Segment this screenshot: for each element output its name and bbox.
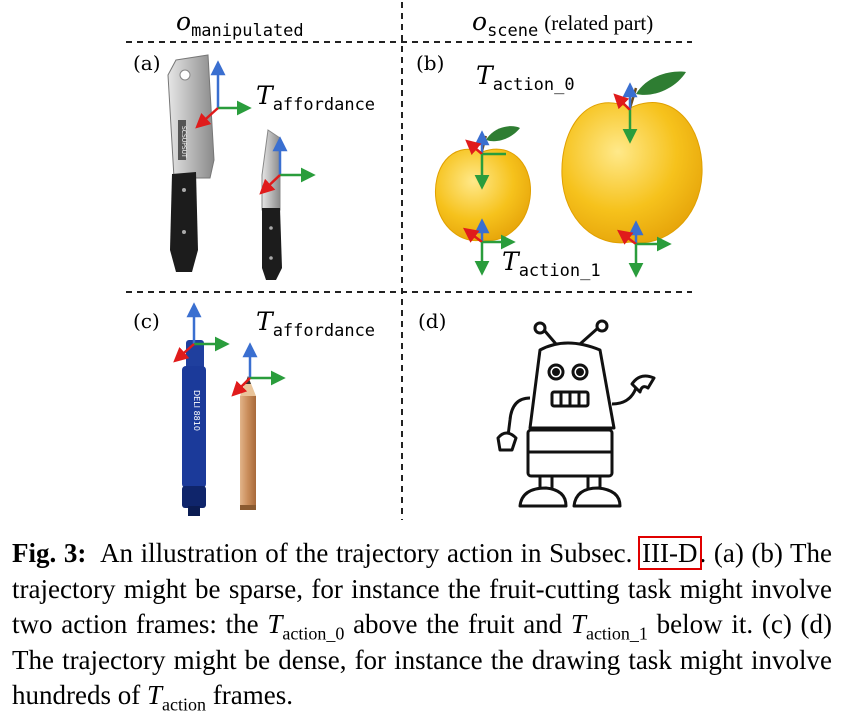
svg-text:SCSUPSUT: SCSUPSUT (180, 126, 187, 158)
panel-label-c: (c) (133, 309, 160, 333)
caption-part3: above the fruit and (353, 609, 563, 639)
robot-image (496, 319, 656, 508)
caption-part1: An illustration of the trajectory action… (100, 538, 633, 568)
large-apple-image (561, 71, 703, 244)
panel-label-b: (b) (416, 51, 444, 75)
caption-fig-label: Fig. 3: (12, 538, 87, 568)
caption-t1-sub: action_1 (585, 623, 648, 644)
coordinate-frame-large-apple-top (613, 82, 638, 144)
caption-part4: below it. (c) (d) The trajectory might b… (12, 609, 833, 710)
coordinate-frame-cleaver (195, 60, 252, 129)
coordinate-frame-small-apple-top (465, 130, 506, 190)
coordinate-frame-knife (259, 136, 316, 195)
label-t-action-1: Taction_1 (502, 247, 601, 281)
figure-caption: Fig. 3: An illustration of the trajector… (12, 536, 832, 714)
coordinate-frame-marker (173, 302, 230, 363)
caption-t-sub: action (162, 694, 206, 714)
marker-image: DELI 8810 (182, 340, 206, 516)
panel-label-a: (a) (133, 51, 161, 75)
header-right: oscene(related part) (472, 7, 653, 41)
caption-part2: . (a) (b) The trajectory might be sparse… (12, 538, 832, 639)
coordinate-frame-small-apple-bottom (463, 218, 516, 276)
coordinate-frame-pencil (231, 342, 286, 397)
caption-t0-sub: action_0 (282, 623, 345, 644)
caption-t0-symbol: T (267, 609, 283, 639)
header-left: omanipulated (176, 7, 304, 41)
svg-text:DELI 8810: DELI 8810 (192, 390, 201, 431)
caption-section-ref-link[interactable]: III-D (638, 536, 702, 570)
coordinate-frame-large-apple-bottom (617, 220, 672, 278)
caption-t-symbol: T (146, 680, 163, 710)
panel-label-d: (d) (418, 309, 446, 333)
figure-3: omanipulated oscene(related part) (a) (b… (126, 2, 703, 520)
label-t-affordance-c: Taffordance (256, 307, 375, 341)
caption-t1-symbol: T (570, 609, 586, 639)
label-t-affordance-a: Taffordance (256, 81, 375, 115)
pencil-image (240, 376, 256, 510)
cleaver-image: SCSUPSUT (167, 54, 215, 272)
label-t-action-0: Taction_0 (476, 61, 575, 95)
caption-part5: frames. (212, 680, 293, 710)
